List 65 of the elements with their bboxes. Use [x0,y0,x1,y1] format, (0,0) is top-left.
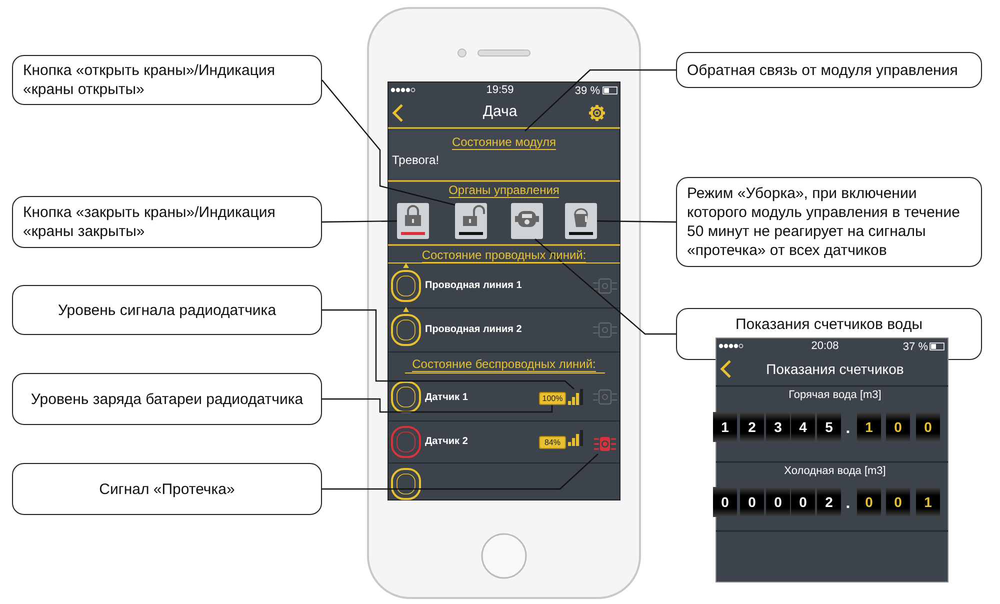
decimal-point: . [844,494,852,514]
callout-text: Кнопка «закрыть краны»/Индикация «краны закрыты» [23,203,276,241]
odometer-digit: 2 [740,412,764,442]
callout-text: Уровень сигнала радиодатчика [58,300,276,320]
meter-heading: Холодная вода [m3] [783,465,887,479]
odometer-digit: 0 [766,487,790,517]
alert-text: Тревога! [392,153,440,167]
meter-heading: Горячая вода [m3] [788,389,882,403]
meter-button [511,203,543,239]
callout-box [676,52,982,88]
callout-text: Обратная связь от модуля управления [687,60,958,80]
line-name: Проводная линия 1 [425,280,523,293]
leader-line [597,220,676,223]
lock-button [397,203,429,239]
callout-text: Режим «Уборка», при включении которого модуль управления в течение 50 минут не реагирует на сигналы «протечка» от всех датчиков [687,184,961,260]
battery-percent: 39 % [574,85,600,97]
battery-percent: 37 % [902,341,928,353]
odometer-digit: 2 [817,487,841,517]
leader-line [322,309,574,390]
odometer-digit: 0 [740,487,764,517]
status-panel [390,131,618,178]
odometer-digit: 0 [886,412,910,442]
callout-box [676,177,982,267]
battery-indicator: 100% [539,392,566,405]
odometer-digit: 0 [713,487,737,517]
sensor-name: Датчик 2 [425,436,469,449]
odometer-digit: 5 [817,412,841,442]
leader-line [534,238,676,335]
leader-line [322,398,553,413]
status-time: 20:08 [810,340,840,352]
callout-box [12,373,322,425]
odometer-digit: 0 [791,487,815,517]
decimal-point: . [844,419,852,439]
odometer-digit: 0 [886,487,910,517]
odometer-digit: 0 [857,487,881,517]
line-name: Проводная линия 2 [425,324,523,337]
callout-text: Уровень заряда батареи радиодатчика [30,390,304,408]
callout-text: Сигнал «Протечка» [99,480,235,498]
odometer-digit: 0 [916,412,940,442]
screen-title: Дача [482,103,518,122]
leader-line [322,220,397,223]
callout-box [12,463,322,515]
callout-text: Кнопка «открыть краны»/Индикация «краны открыты» [23,61,276,99]
unlock-button [455,203,487,239]
battery-indicator: 84% [539,436,566,449]
screen-title: Показания счетчиков [765,361,905,379]
section-heading: Органы управления [448,183,560,198]
section-heading: Состояние беспроводных линий: [412,357,596,372]
odometer-digit: 4 [791,412,815,442]
leader-line [322,454,598,490]
odometer-digit: 3 [766,412,790,442]
odometer-digit: 1 [857,412,881,442]
callout-text: Показания счетчиков воды [736,315,922,334]
odometer-digit: 1 [916,487,940,517]
leader-line [524,69,676,132]
section-heading: Состояние модуля [452,135,556,150]
callout-box [12,285,322,335]
status-time: 19:59 [485,84,515,96]
callout-box [12,55,322,105]
leader-line [322,80,456,206]
cleaning-mode-button [565,203,597,239]
callout-box [12,196,322,248]
section-heading: Состояние проводных линий: [422,248,586,263]
odometer-digit: 1 [713,412,737,442]
sensor-name: Датчик 1 [425,392,469,405]
